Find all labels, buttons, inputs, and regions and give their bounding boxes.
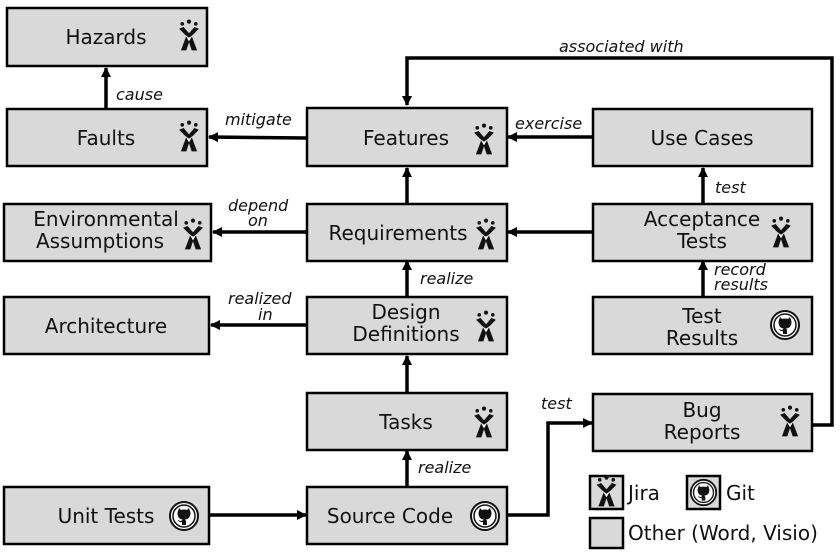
label-associated-with: associated with: [559, 37, 684, 56]
legend: Jira Git Other (Word, Visio): [588, 474, 818, 550]
node-unit-tests: Unit Tests: [2, 485, 211, 546]
node-bug-reports: Bug Reports: [591, 392, 814, 453]
label-realized: realized: [228, 289, 292, 308]
node-faults-label: Faults: [77, 126, 135, 150]
legend-git: Git: [685, 474, 755, 511]
node-architecture-label: Architecture: [45, 314, 167, 338]
git-icon: [689, 478, 718, 507]
node-design-line1: Design: [371, 300, 440, 324]
node-test-results-line2: Results: [666, 326, 738, 350]
node-unit-tests-label: Unit Tests: [58, 504, 155, 528]
label-on: on: [248, 211, 268, 230]
node-acceptance-tests: Acceptance Tests: [591, 202, 814, 263]
legend-jira: Jira: [588, 474, 660, 511]
node-environmental-assumptions: Environmental Assumptions: [2, 202, 213, 263]
label-cause: cause: [116, 85, 163, 104]
node-bug-line2: Reports: [664, 420, 741, 444]
node-tasks-label: Tasks: [378, 410, 433, 434]
git-icon: [169, 501, 199, 531]
label-test-usecases: test: [715, 178, 746, 197]
node-features: Features: [305, 106, 509, 168]
node-source-code: Source Code: [305, 485, 509, 546]
node-requirements: Requirements: [305, 202, 509, 263]
legend-other-label: Other (Word, Visio): [628, 521, 818, 545]
label-mitigate: mitigate: [225, 110, 292, 129]
edge-test-bug: [508, 418, 593, 517]
label-depend: depend: [228, 196, 289, 215]
label-exercise: exercise: [515, 114, 582, 133]
label-test-bug: test: [541, 394, 572, 413]
node-use-cases: Use Cases: [591, 107, 814, 168]
legend-other: Other (Word, Visio): [588, 516, 818, 550]
node-source-code-label: Source Code: [327, 504, 453, 528]
label-record: record: [714, 260, 767, 279]
node-tasks: Tasks: [305, 391, 509, 452]
node-test-results: Test Results: [591, 295, 814, 356]
node-design-line2: Definitions: [352, 322, 459, 346]
node-features-label: Features: [363, 126, 449, 150]
node-use-cases-label: Use Cases: [650, 126, 753, 150]
node-requirements-label: Requirements: [328, 221, 467, 245]
label-results: results: [714, 275, 768, 294]
node-bug-line1: Bug: [682, 398, 721, 422]
edge-mitigate: [208, 132, 307, 143]
label-realize-req: realize: [420, 269, 474, 288]
node-acceptance-line2: Tests: [676, 229, 727, 253]
node-env-line1: Environmental: [33, 207, 179, 231]
node-hazards: Hazards: [5, 6, 209, 68]
label-realize-src: realize: [418, 458, 472, 477]
node-design-definitions: Design Definitions: [305, 295, 509, 356]
node-faults: Faults: [5, 107, 209, 168]
label-in: in: [258, 305, 273, 324]
git-icon: [470, 501, 500, 531]
node-env-line2: Assumptions: [36, 229, 164, 253]
node-test-results-line1: Test: [681, 304, 722, 328]
node-hazards-label: Hazards: [65, 25, 146, 49]
node-architecture: Architecture: [2, 295, 211, 356]
legend-jira-label: Jira: [626, 481, 660, 505]
git-icon: [770, 310, 800, 340]
legend-git-label: Git: [726, 481, 755, 505]
node-acceptance-line1: Acceptance: [644, 207, 760, 231]
